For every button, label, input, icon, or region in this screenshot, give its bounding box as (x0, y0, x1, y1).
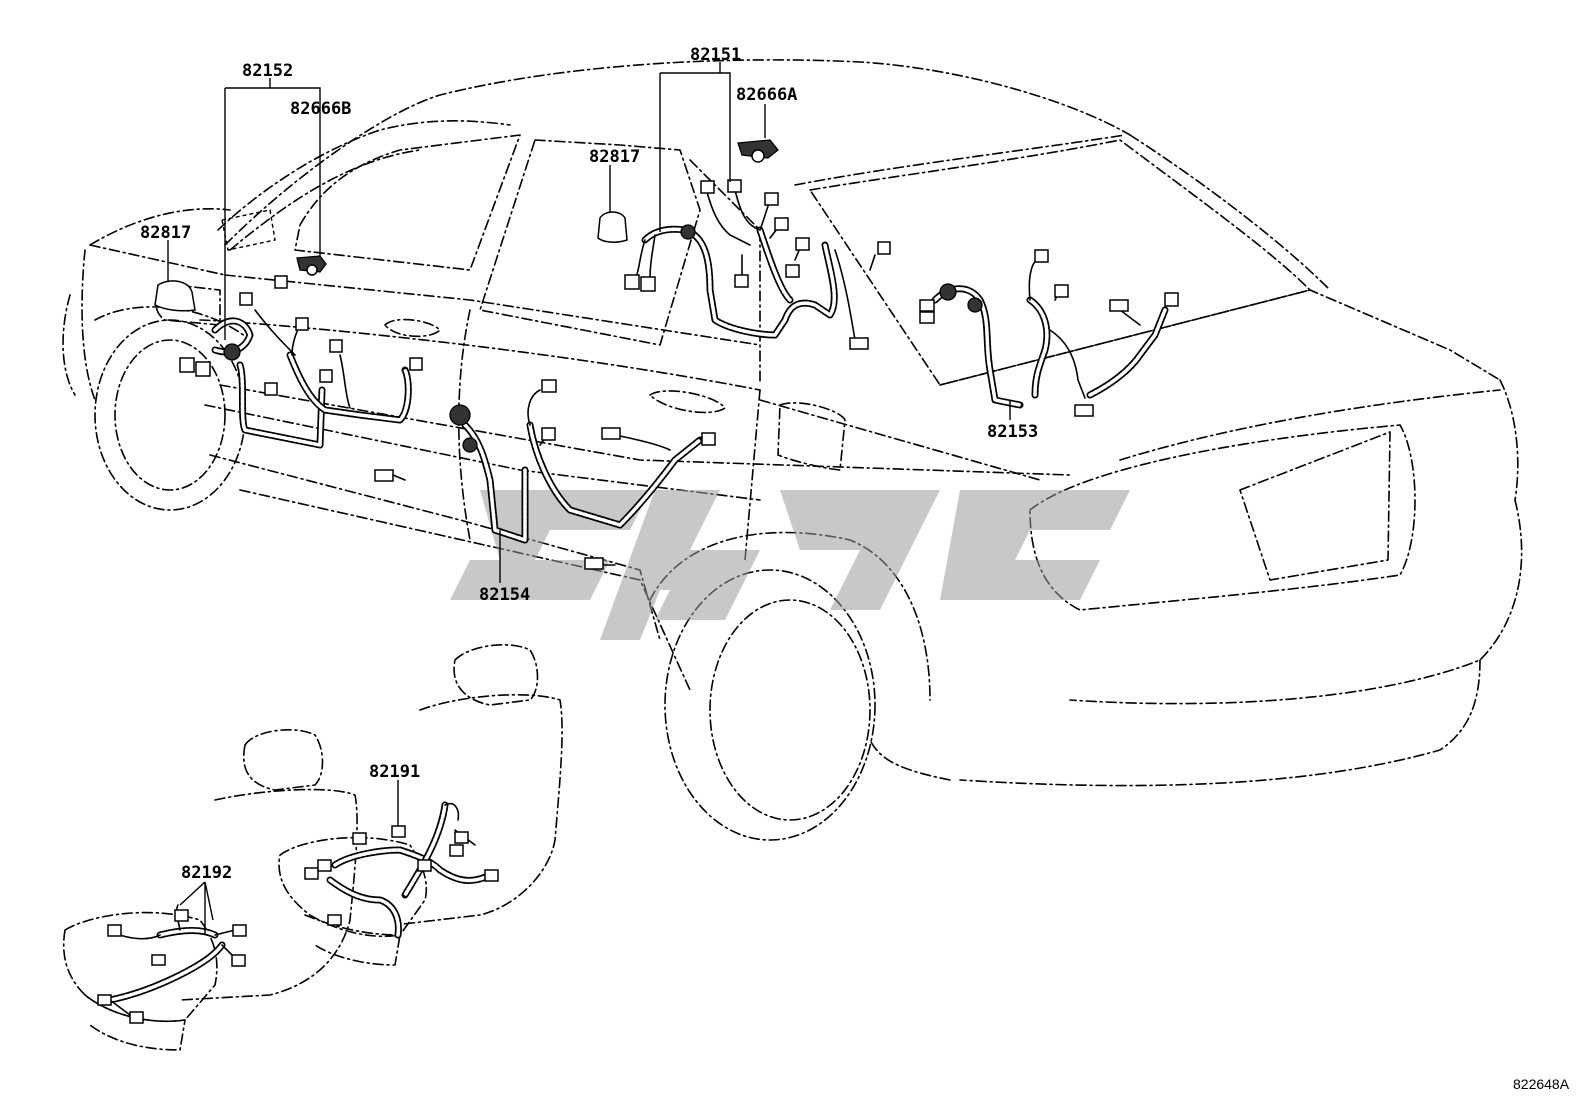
cover-82817-left[interactable] (154, 280, 196, 312)
label-82666A: 82666A (736, 85, 797, 105)
part-labels: 82151 82666A 82817 82152 82666B 82817 82… (140, 45, 1570, 1092)
harness-82152[interactable] (179, 275, 423, 482)
label-82666B: 82666B (290, 99, 351, 119)
clip-82666A[interactable] (737, 139, 779, 163)
label-82817-left: 82817 (140, 223, 191, 243)
car-body-outline (62, 59, 1523, 841)
harness-82191[interactable] (304, 801, 499, 939)
label-82192: 82192 (181, 863, 232, 883)
cover-82817-top[interactable] (597, 211, 628, 243)
label-82191: 82191 (369, 762, 420, 782)
clip-82666B[interactable] (296, 255, 327, 276)
label-82151: 82151 (690, 45, 741, 65)
harness-82154[interactable] (449, 379, 716, 570)
label-82152: 82152 (242, 61, 293, 81)
harness-82153[interactable] (919, 249, 1179, 417)
leader-lines (167, 62, 1011, 935)
label-82154: 82154 (479, 585, 530, 605)
harness-82151[interactable] (624, 179, 891, 350)
figure-code: 822648A (1513, 1076, 1570, 1092)
harness-82192[interactable] (97, 904, 247, 1024)
seat-front (278, 644, 563, 966)
label-82153: 82153 (987, 422, 1038, 442)
label-82817-top: 82817 (589, 147, 640, 167)
watermark-logo (450, 490, 1130, 640)
